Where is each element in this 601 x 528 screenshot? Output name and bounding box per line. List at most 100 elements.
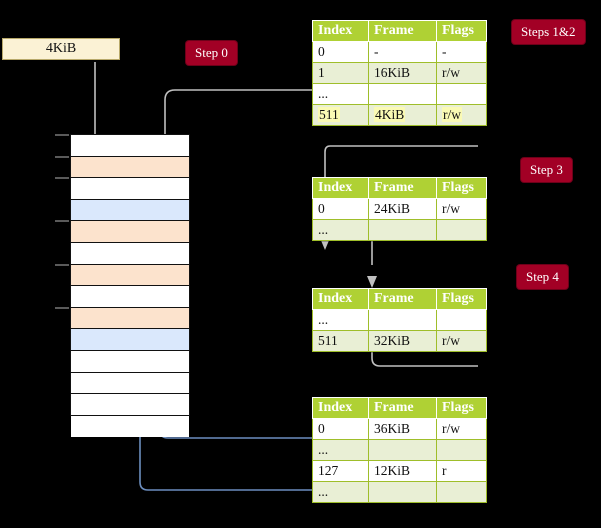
memory-frame-tick [55,306,69,309]
column-header-flags: Flags [436,397,487,419]
cell-frame: 36KiB [368,418,437,440]
cell-flags [436,309,487,331]
memory-frame-row [71,286,189,308]
memory-frame-row [71,350,189,373]
column-header-index: Index [312,397,369,419]
memory-frame-row [71,264,189,287]
memory-frame-row [71,394,189,416]
badge-step-4: Step 4 [517,265,568,289]
cell-index: 511 [312,330,369,352]
physical-memory-column [55,134,190,438]
cell-index: 0 [312,41,369,63]
cell-flags: r/w [436,62,487,84]
cell-flags: r/w [436,330,487,352]
column-header-flags: Flags [436,288,487,310]
highlight-mark: 511 [318,107,340,122]
memory-frame-row [71,178,189,200]
table-row: ... [312,439,487,461]
cell-index: 0 [312,418,369,440]
cell-flags [436,83,487,105]
cell-flags [436,481,487,503]
badge-step-3: Step 3 [521,158,572,182]
cell-frame [368,83,437,105]
cell-index: 127 [312,460,369,482]
table-row: ... [312,481,487,503]
memory-frame-tick [55,177,69,180]
cell-flags: - [436,41,487,63]
column-header-flags: Flags [436,20,487,42]
page-box-label: 4KiB [45,41,77,56]
table-row: 511 4KiB r/w [312,104,487,126]
table-row: ... [312,219,487,241]
column-header-flags: Flags [436,177,487,199]
memory-frame-row [71,242,189,265]
column-header-index: Index [312,20,369,42]
cell-frame [368,439,437,461]
cell-frame: - [368,41,437,63]
cell-frame [368,309,437,331]
memory-frame-row [71,221,189,243]
cell-flags: r/w [436,418,487,440]
cell-frame: 12KiB [368,460,437,482]
memory-frame-row [71,415,189,438]
table-row: 0-- [312,41,487,63]
cell-flags: r/w [436,104,487,126]
cell-flags [436,439,487,461]
memory-frame-row [71,199,189,222]
cell-index: ... [312,83,369,105]
cell-flags: r/w [436,198,487,220]
memory-frame-tick [55,155,69,158]
badge-step-3-label: Step 3 [530,162,563,177]
highlight-mark: 4KiB [374,107,406,122]
cell-index: ... [312,309,369,331]
cell-frame [368,219,437,241]
cell-frame: 24KiB [368,198,437,220]
cell-index: 1 [312,62,369,84]
memory-frame-tick [55,263,69,266]
badge-step-0: Step 0 [186,41,237,65]
memory-frame-row [71,135,189,157]
badge-steps-1-2-label: Steps 1&2 [521,24,576,39]
memory-frame-row [71,156,189,179]
column-header-frame: Frame [368,397,437,419]
column-header-index: Index [312,177,369,199]
column-header-frame: Frame [368,177,437,199]
memory-frame-tick [55,220,69,223]
cell-index: ... [312,439,369,461]
badge-step-4-label: Step 4 [526,269,559,284]
column-header-index: Index [312,288,369,310]
table-row: ... [312,309,487,331]
column-header-frame: Frame [368,288,437,310]
cell-frame: 4KiB [368,104,437,126]
cell-flags: r [436,460,487,482]
column-header-frame: Frame [368,20,437,42]
memory-frame-row [71,372,189,395]
badge-steps-1-2: Steps 1&2 [512,20,585,44]
cell-frame [368,481,437,503]
cell-flags [436,219,487,241]
memory-frame-tick [55,134,69,136]
cell-index: 511 [312,104,369,126]
highlight-mark: r/w [442,107,462,122]
cell-frame: 16KiB [368,62,437,84]
cell-index: ... [312,219,369,241]
cell-index: 0 [312,198,369,220]
table-row: ... [312,83,487,105]
badge-step-0-label: Step 0 [195,45,228,60]
cell-frame: 32KiB [368,330,437,352]
page-box-4kib: 4KiB [2,38,120,60]
